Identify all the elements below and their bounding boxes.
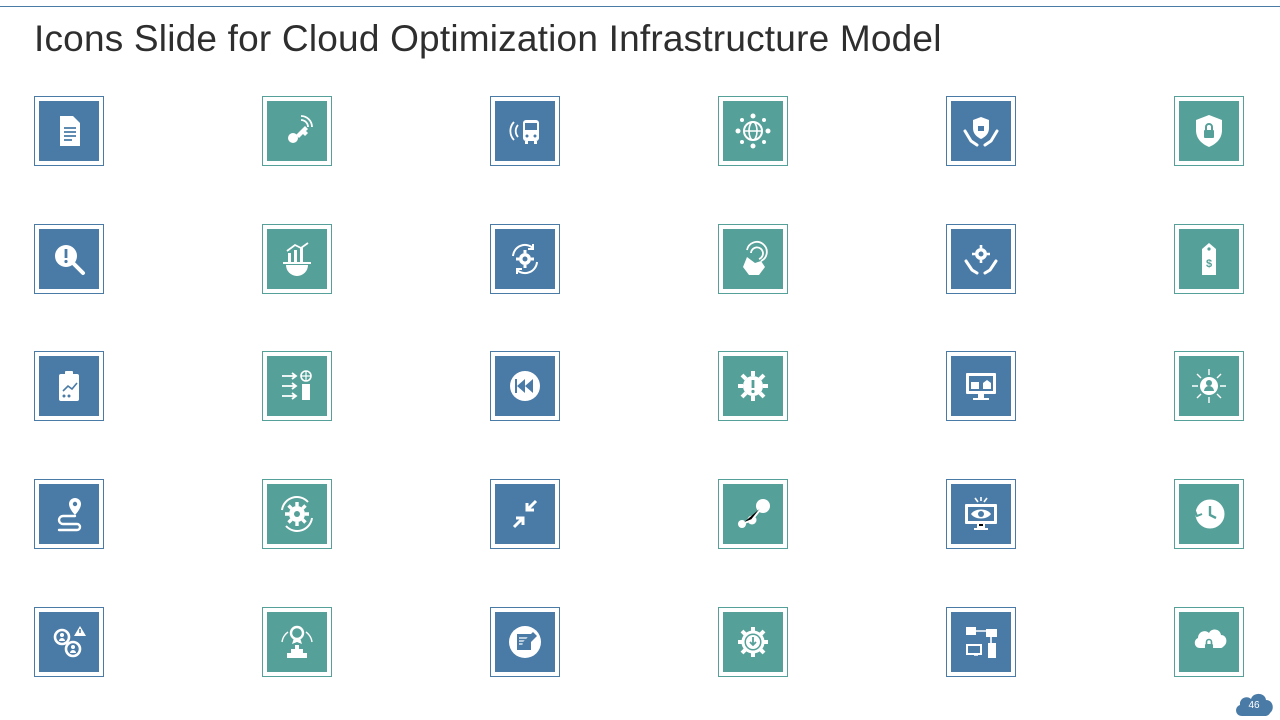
icon-tile-face bbox=[267, 612, 327, 672]
rewind-button-icon bbox=[510, 371, 540, 401]
icon-tile-face bbox=[39, 484, 99, 544]
icon-tile-face bbox=[495, 356, 555, 416]
wireless-key-icon bbox=[288, 115, 313, 143]
server-network-icon bbox=[966, 627, 997, 658]
icon-tile bbox=[946, 224, 1016, 294]
icon-tile: $ bbox=[1174, 224, 1244, 294]
icon-tile-face bbox=[495, 101, 555, 161]
icon-tile-face bbox=[39, 612, 99, 672]
icon-tile bbox=[946, 96, 1016, 166]
page-number: 46 bbox=[1248, 700, 1260, 711]
icon-tile bbox=[490, 96, 560, 166]
icon-tile bbox=[262, 351, 332, 421]
icon-tile-face bbox=[951, 484, 1011, 544]
magnifier-alert-icon bbox=[55, 245, 85, 275]
icon-tile-face bbox=[39, 356, 99, 416]
icon-tile bbox=[490, 224, 560, 294]
icon-tile-face bbox=[951, 229, 1011, 289]
monitor-eye-icon bbox=[965, 497, 997, 530]
award-building-icon bbox=[281, 625, 313, 658]
team-gears-alert-icon bbox=[53, 626, 86, 658]
icon-tile-face bbox=[1179, 484, 1239, 544]
icon-tile-face bbox=[495, 229, 555, 289]
connected-dots-icon bbox=[738, 499, 770, 528]
icon-tile bbox=[262, 224, 332, 294]
top-rule bbox=[0, 6, 1280, 7]
icon-tile-face bbox=[1179, 356, 1239, 416]
icon-tile-face bbox=[267, 356, 327, 416]
icon-tile-face bbox=[267, 101, 327, 161]
gear-alert-icon bbox=[738, 371, 768, 401]
cloud-lock-icon bbox=[1194, 629, 1227, 651]
icon-tile-face bbox=[723, 484, 783, 544]
icon-tile-face bbox=[723, 101, 783, 161]
icon-tile bbox=[262, 607, 332, 677]
icon-tile bbox=[718, 224, 788, 294]
gear-download-icon bbox=[738, 627, 768, 657]
icon-tile-face bbox=[951, 612, 1011, 672]
icon-tile-face bbox=[39, 101, 99, 161]
icon-tile bbox=[490, 351, 560, 421]
network-transfer-icon bbox=[282, 370, 312, 400]
icon-tile-face bbox=[495, 484, 555, 544]
shield-lock-icon bbox=[1196, 115, 1222, 147]
icon-tile-face bbox=[267, 484, 327, 544]
icon-tile bbox=[946, 479, 1016, 549]
history-clock-icon bbox=[1194, 499, 1225, 529]
hands-gear-icon bbox=[964, 245, 998, 275]
icon-tile-face bbox=[951, 101, 1011, 161]
touch-hand-icon bbox=[743, 241, 768, 275]
icon-tile-face bbox=[39, 229, 99, 289]
icon-tile bbox=[34, 479, 104, 549]
icon-tile bbox=[718, 479, 788, 549]
icon-tile bbox=[34, 224, 104, 294]
icon-tile bbox=[718, 96, 788, 166]
user-network-icon bbox=[1192, 369, 1226, 403]
icon-tile bbox=[34, 351, 104, 421]
icon-tile-face bbox=[723, 356, 783, 416]
icon-tile-face bbox=[723, 612, 783, 672]
icon-tile bbox=[946, 351, 1016, 421]
icon-tile bbox=[490, 607, 560, 677]
icon-tile bbox=[946, 607, 1016, 677]
icon-tile-face bbox=[1179, 612, 1239, 672]
svg-text:$: $ bbox=[1206, 258, 1212, 270]
cloud-icon bbox=[1236, 693, 1273, 716]
hands-security-shield-icon bbox=[963, 117, 999, 147]
clipboard-chart-icon bbox=[59, 371, 79, 401]
icon-tile-face bbox=[723, 229, 783, 289]
icon-tile-face bbox=[495, 612, 555, 672]
document-edit-icon bbox=[509, 626, 541, 658]
icon-tile bbox=[718, 351, 788, 421]
icon-tile bbox=[1174, 607, 1244, 677]
gear-growth-chart-icon bbox=[283, 242, 311, 276]
route-pin-icon bbox=[57, 498, 82, 532]
global-network-icon bbox=[735, 113, 771, 149]
icon-tile-face bbox=[951, 356, 1011, 416]
icon-tile bbox=[1174, 479, 1244, 549]
icon-tile bbox=[1174, 351, 1244, 421]
page-number-badge: 46 bbox=[1233, 689, 1275, 717]
icon-tile-face bbox=[1179, 101, 1239, 161]
icon-tile bbox=[262, 479, 332, 549]
gear-refresh-icon bbox=[512, 243, 538, 275]
price-tag-dollar-icon: $ bbox=[1202, 243, 1216, 275]
document-icon bbox=[60, 116, 80, 146]
compress-arrows-icon bbox=[512, 499, 538, 529]
icon-tile bbox=[490, 479, 560, 549]
icon-tile-face: $ bbox=[1179, 229, 1239, 289]
slide-title: Icons Slide for Cloud Optimization Infra… bbox=[34, 18, 942, 59]
icon-tile-face bbox=[267, 229, 327, 289]
icon-tile bbox=[1174, 96, 1244, 166]
icon-tile bbox=[34, 607, 104, 677]
smart-bus-icon bbox=[509, 120, 539, 144]
icon-tile bbox=[34, 96, 104, 166]
icon-tile bbox=[718, 607, 788, 677]
gear-cycle-icon bbox=[281, 496, 313, 532]
monitor-dashboard-icon bbox=[966, 373, 996, 400]
icon-tile bbox=[262, 96, 332, 166]
